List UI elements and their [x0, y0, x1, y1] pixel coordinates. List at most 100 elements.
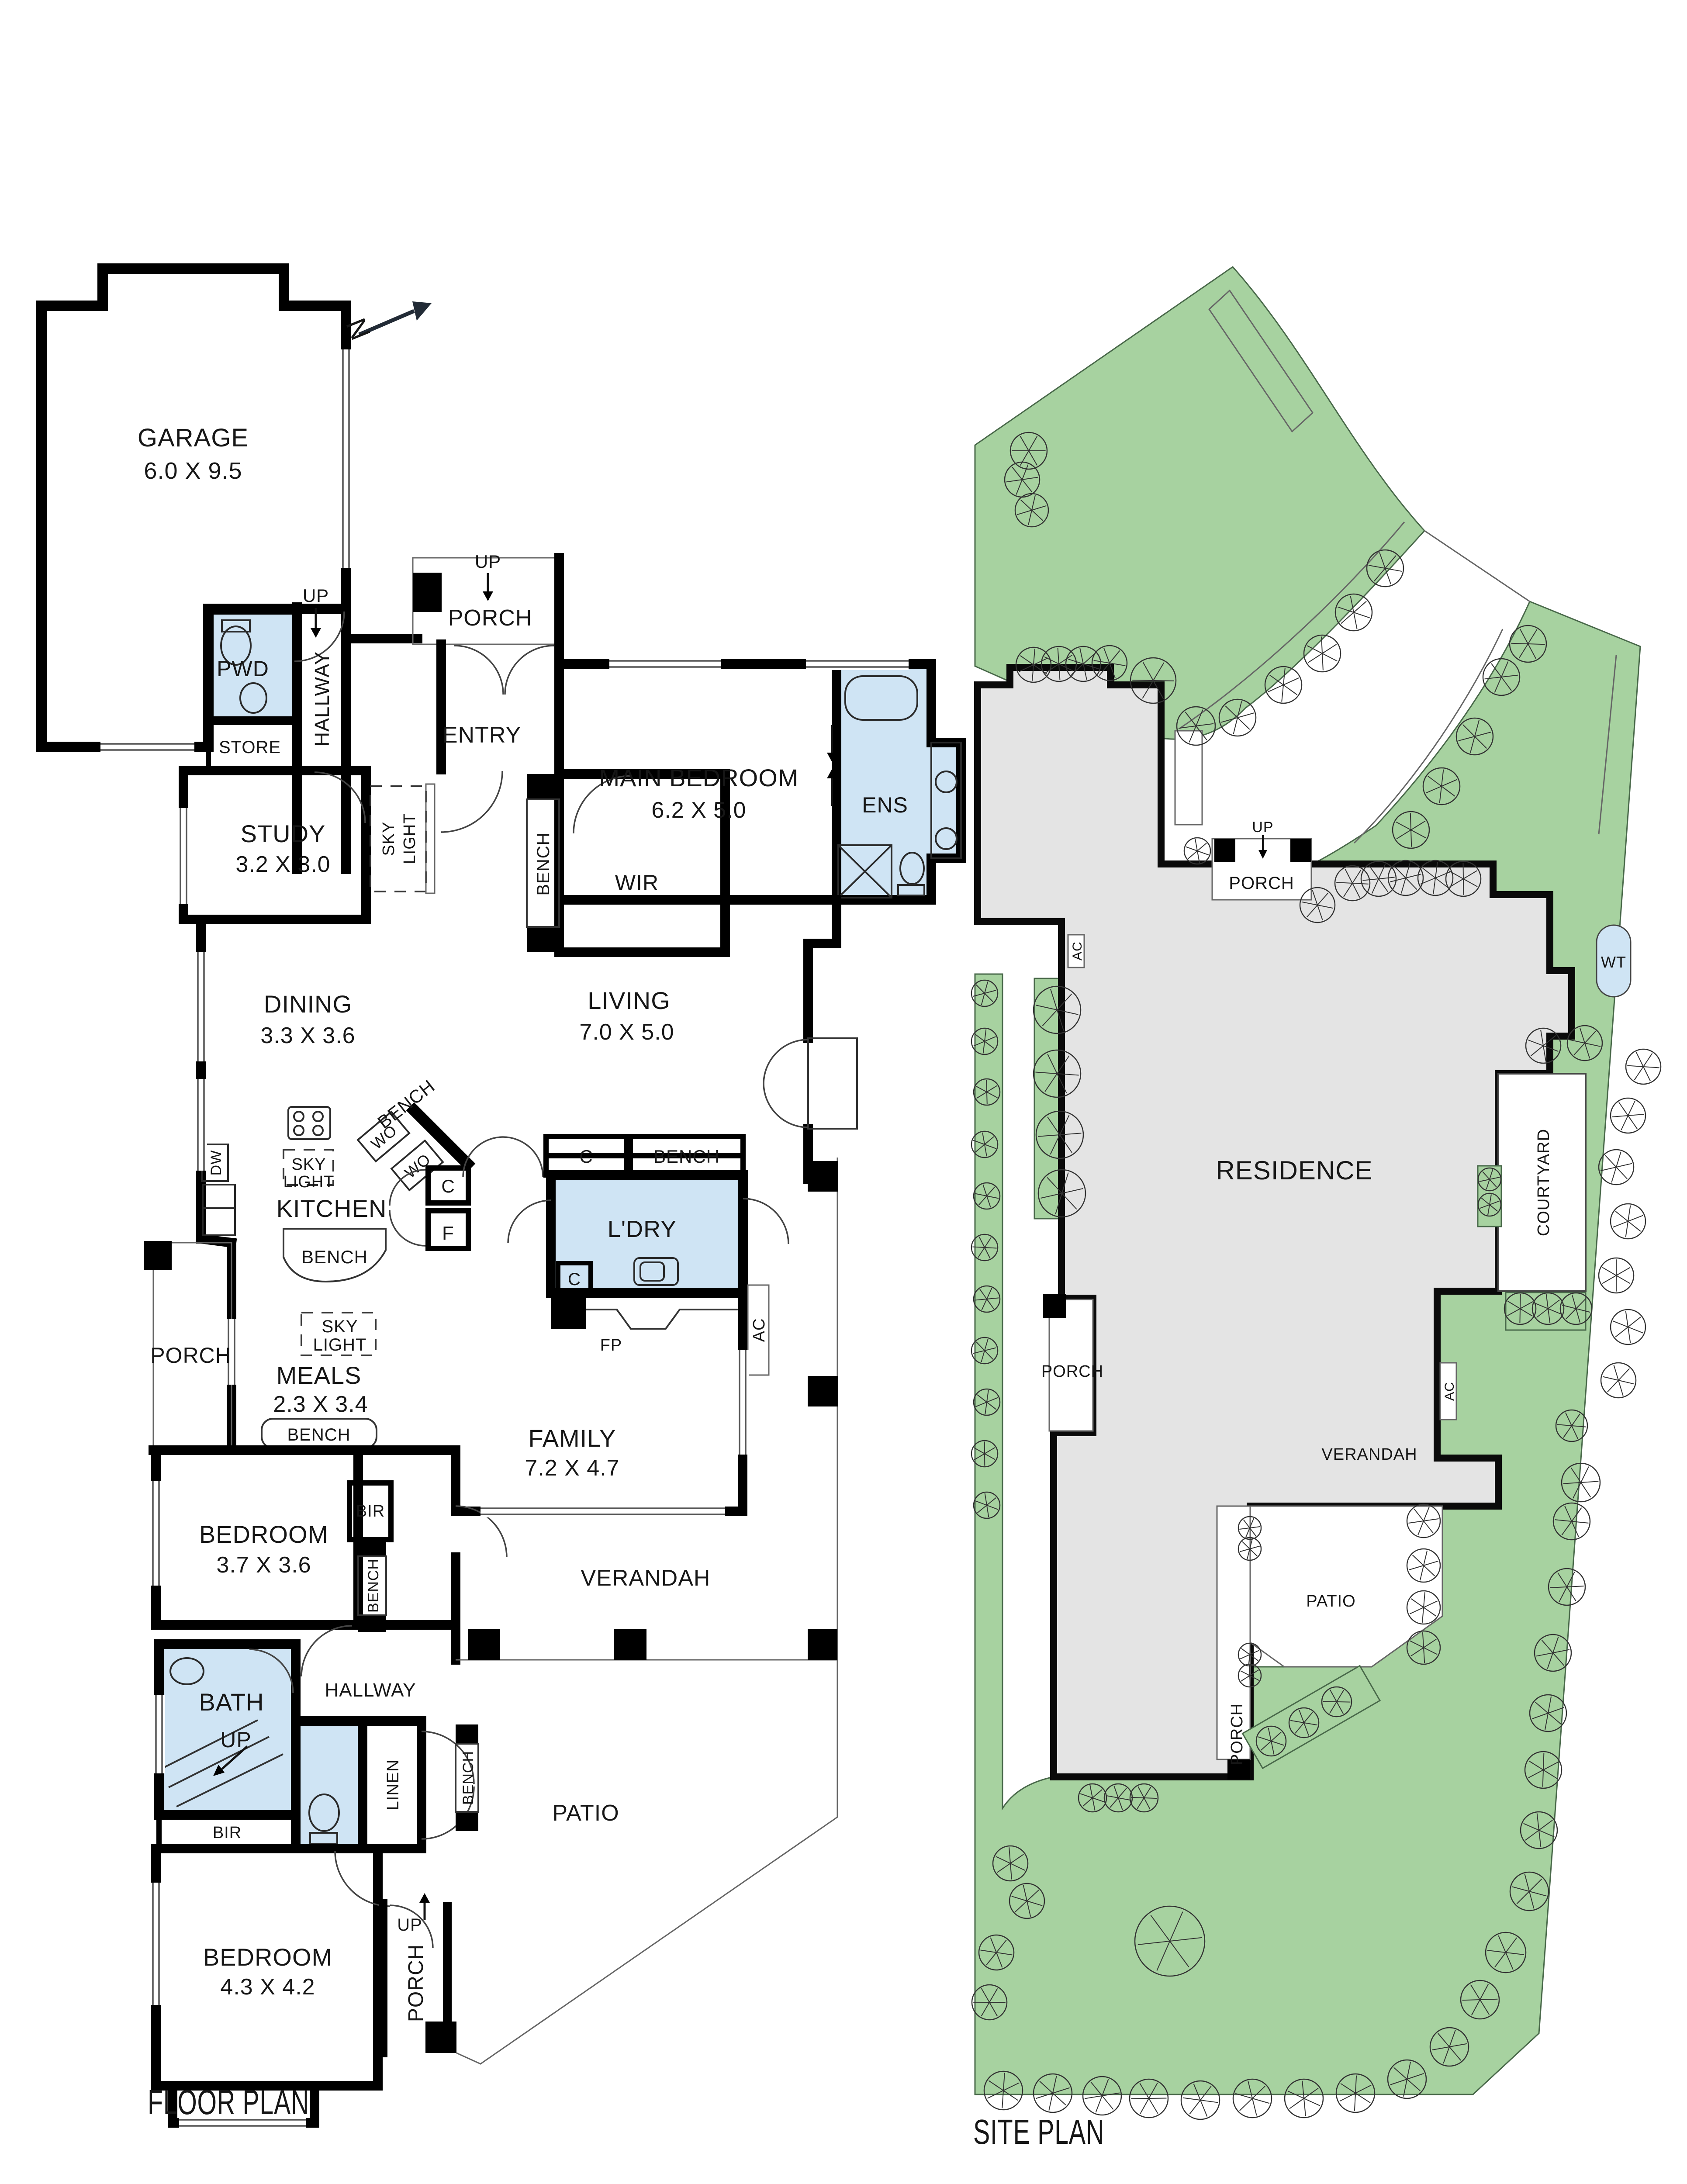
tree-icon: [1552, 1502, 1591, 1541]
site-residence-label: RESIDENCE: [1216, 1156, 1372, 1185]
site-boundary-line: [1424, 530, 1530, 602]
tree-icon: [1284, 2078, 1324, 2118]
ens-label: ENS: [862, 793, 908, 817]
vanity: [930, 742, 962, 859]
windows: [100, 349, 909, 2129]
ensuite-room: [837, 664, 961, 900]
meals-label: MEALS: [277, 1362, 362, 1389]
site-up-label: UP: [1252, 819, 1273, 836]
tree-icon: [1422, 767, 1461, 805]
porch-left-pillar: [144, 1241, 172, 1270]
window-icon: [195, 952, 207, 1061]
bath-label: BATH: [199, 1688, 264, 1716]
bench-patio: [455, 1743, 479, 1813]
bath-door-arc: [249, 1648, 294, 1693]
tree-icon: [1033, 2073, 1073, 2113]
tree-icon: [971, 1234, 999, 1261]
tree-icon: [1534, 1634, 1572, 1672]
tree-icon: [1392, 811, 1430, 849]
skylight-bay: [425, 783, 436, 894]
dining-dims: 3.3 X 3.6: [260, 1023, 355, 1048]
tree-icon: [1610, 1309, 1646, 1345]
window-icon: [177, 808, 190, 904]
tree-icon: [1524, 1751, 1563, 1789]
tree-icon: [1509, 625, 1547, 663]
tree-icon: [1600, 1362, 1637, 1399]
basin-icon: [935, 771, 958, 793]
skylight-label: SKY: [291, 1155, 326, 1174]
porch-bottom-pillar: [425, 2022, 456, 2053]
floor-plan-title: FLOOR PLAN: [148, 2083, 309, 2122]
hall-door-arc: [294, 611, 345, 662]
svg-text:C: C: [441, 1176, 455, 1196]
tree-icon: [1485, 1932, 1527, 1973]
bench-cap: [456, 1812, 478, 1831]
tree-icon: [1598, 1257, 1635, 1294]
toilet-icon: [220, 619, 252, 666]
bedroom2-dims: 4.3 X 4.2: [220, 1974, 315, 2000]
wir-label: WIR: [615, 871, 659, 895]
skylight-label: SKY: [380, 821, 398, 856]
family-dims: 7.2 X 4.7: [525, 1455, 619, 1481]
tree-icon: [1009, 1883, 1045, 1919]
tree-icon: [1509, 1871, 1549, 1911]
tree-icon: [1387, 2059, 1427, 2099]
tree-icon: [1504, 1292, 1537, 1325]
window-icon: [736, 1350, 749, 1455]
tree-icon: [1129, 1783, 1159, 1813]
main-bedroom-dims: 6.2 X 5.0: [651, 798, 746, 823]
entry-door-arc: [504, 645, 554, 695]
site-ac-unit: AC: [1439, 1362, 1457, 1420]
window-icon: [852, 658, 909, 670]
tree-icon: [1033, 985, 1082, 1034]
tree-icon: [1360, 860, 1397, 897]
tree-icon: [1531, 1292, 1565, 1325]
window-icon: [225, 1319, 238, 1385]
water-tank: [1596, 924, 1632, 998]
tree-icon: [1429, 2027, 1469, 2067]
porch-bottom-up: UP: [397, 1893, 430, 1935]
window-icon: [100, 741, 194, 753]
tree-icon: [1009, 432, 1048, 470]
svg-text:AC: AC: [750, 1318, 768, 1342]
tree-icon: [973, 1078, 1001, 1106]
skylight-label: SKY: [321, 1317, 358, 1336]
site-courtyard-label: COURTYARD: [1535, 1129, 1553, 1236]
porch-top-label: PORCH: [448, 605, 532, 631]
tree-icon: [1406, 1548, 1441, 1583]
tree-icon: [1482, 658, 1521, 696]
family-label: FAMILY: [528, 1424, 616, 1452]
hallway-label: HALLWAY: [311, 651, 333, 746]
tree-icon: [1548, 1568, 1586, 1606]
tree-icon: [1129, 2078, 1169, 2118]
tree-icon: [1035, 1110, 1084, 1159]
family-door-arc: [502, 1136, 544, 1178]
hallway2-label: HALLWAY: [325, 1679, 416, 1701]
tree-icon: [1455, 717, 1494, 756]
window-icon: [153, 1695, 165, 1773]
tree-icon: [1366, 549, 1404, 587]
study-label: STUDY: [241, 820, 326, 847]
garden-bed-line: [1353, 629, 1504, 844]
kitchen-label: KITCHEN: [277, 1195, 387, 1222]
tree-icon: [1520, 1811, 1558, 1849]
tree-icon: [1134, 1905, 1206, 1977]
tree-icon: [992, 1845, 1029, 1882]
bench-cap: [527, 927, 559, 952]
bir2-label: BIR: [213, 1824, 242, 1842]
tree-icon: [1445, 860, 1482, 897]
fireplace-icon: FP: [551, 1293, 743, 1355]
meals-dims: 2.3 X 3.4: [273, 1392, 368, 1417]
tree-icon: [1477, 1192, 1502, 1217]
site-porch-entry-label: PORCH: [1229, 874, 1294, 893]
tree-icon: [1232, 2078, 1272, 2118]
living-dims: 7.0 X 5.0: [579, 1019, 674, 1045]
window-icon: [609, 658, 721, 670]
tree-icon: [1218, 698, 1257, 737]
tree-icon: [1180, 2080, 1220, 2120]
tree-icon: [1091, 645, 1128, 681]
verandah-pillar: [808, 1376, 838, 1406]
tree-icon: [1037, 1169, 1086, 1218]
garden-bed-line: [1598, 655, 1617, 835]
tree-icon: [1303, 634, 1341, 673]
